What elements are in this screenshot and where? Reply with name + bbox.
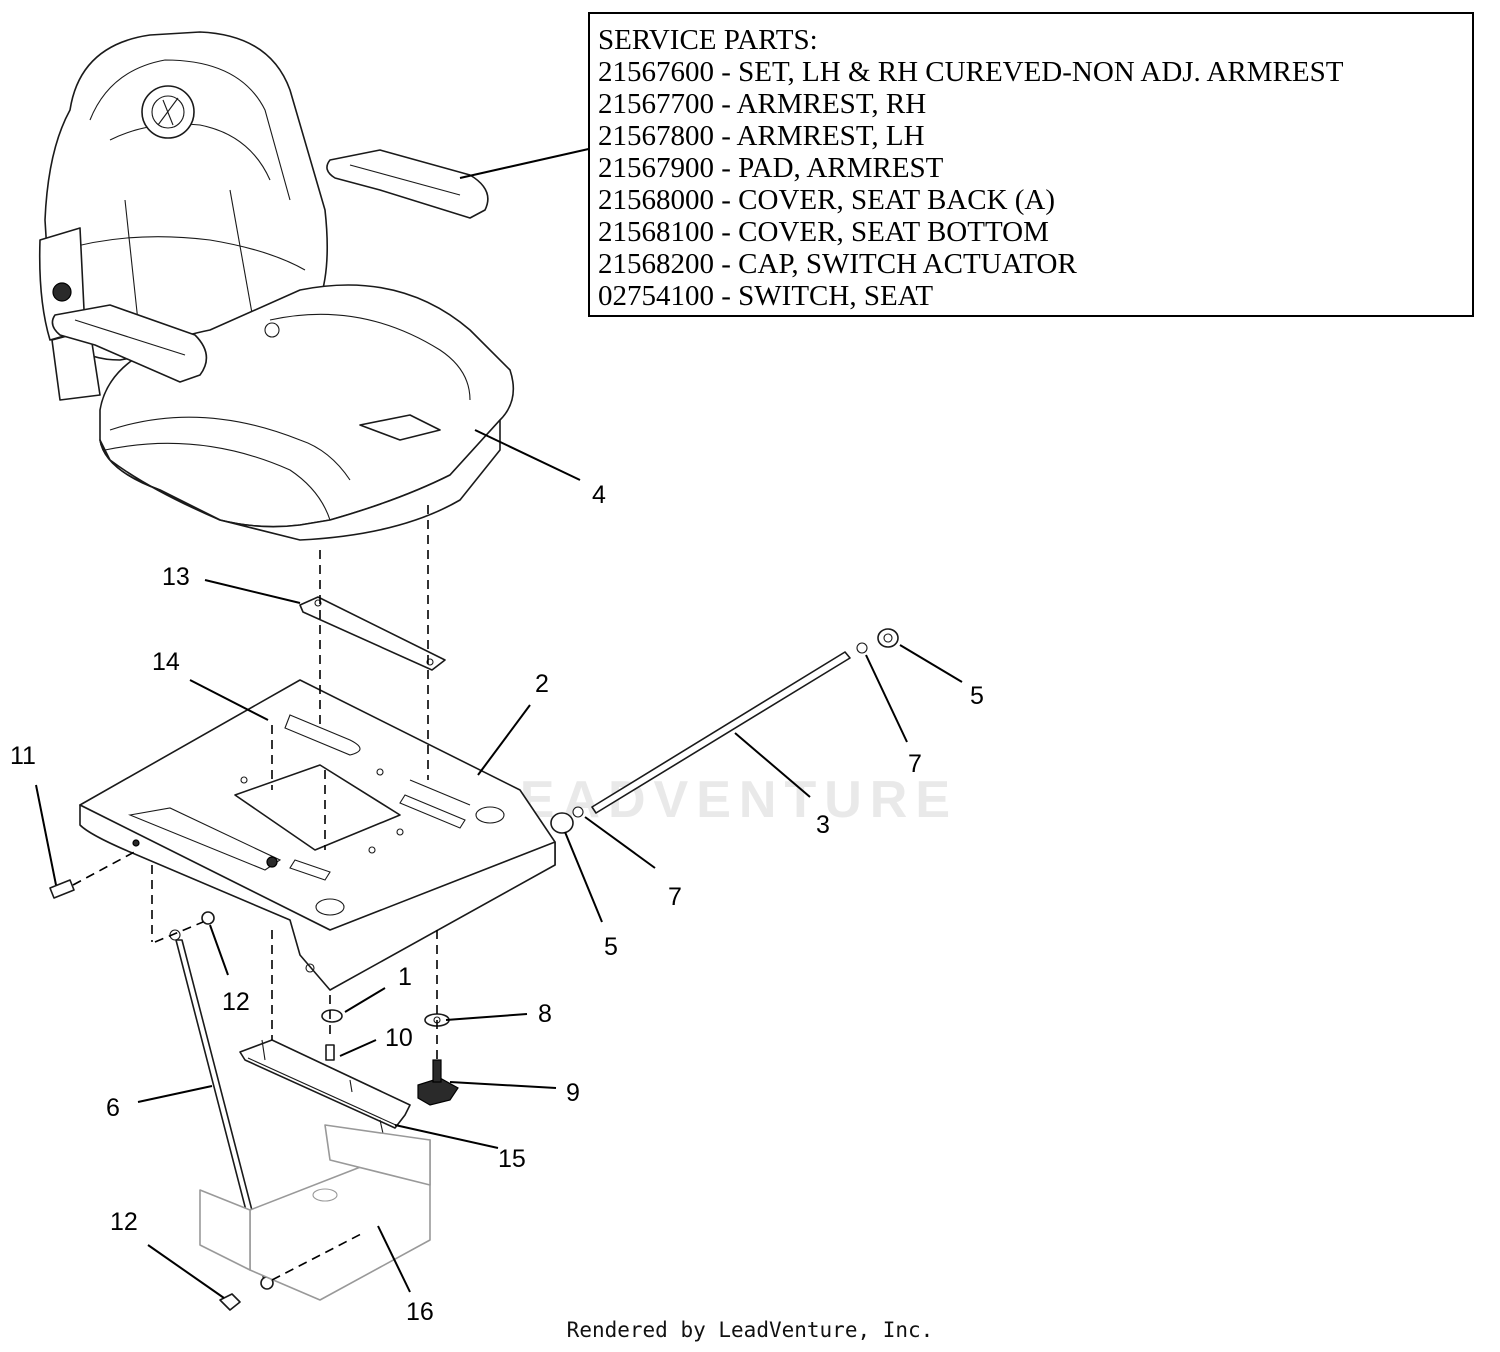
washer-1 [321,1009,343,1023]
service-part-line: 21567700 - ARMREST, RH [598,88,927,120]
bolt-11 [49,879,75,899]
service-part-line: 02754100 - SWITCH, SEAT [598,280,934,312]
callout-12-upper: 12 [222,988,250,1016]
callout-14: 14 [152,648,180,676]
callout-10: 10 [385,1024,413,1052]
seat-assembly [38,31,515,541]
lower-mounting-bracket [199,1124,431,1301]
bracket-13 [299,596,446,671]
nut-12-lower [219,1293,241,1311]
callout-7-lower: 7 [668,883,682,911]
service-parts-heading: SERVICE PARTS: [598,24,818,56]
clip-7-upper [856,642,868,654]
armrest-lh [51,304,208,383]
callout-8: 8 [538,1000,552,1028]
bushing-5-upper [877,628,899,648]
callout-3: 3 [816,811,830,839]
service-parts-box: SERVICE PARTS: 21567600 - SET, LH & RH C… [588,12,1474,317]
footer-credit: Rendered by LeadVenture, Inc. [566,1318,934,1342]
bushing-5-lower [550,812,574,834]
callout-15: 15 [498,1145,526,1173]
service-part-line: 21568200 - CAP, SWITCH ACTUATOR [598,248,1077,280]
gear-logo-icon [141,85,195,139]
callout-9: 9 [566,1079,580,1107]
service-part-line: 21568000 - COVER, SEAT BACK (A) [598,184,1056,216]
callout-6: 6 [106,1094,120,1122]
armrest-rh [326,149,489,219]
callout-13: 13 [162,563,190,591]
callout-5-upper: 5 [970,682,984,710]
seat-plate [79,679,556,991]
callout-11: 11 [10,742,36,770]
spacer-10 [325,1044,335,1061]
seat-back [44,31,328,361]
service-part-line: 21567600 - SET, LH & RH CUREVED-NON ADJ.… [598,56,1344,88]
service-part-line: 21568100 - COVER, SEAT BOTTOM [598,216,1049,248]
callout-4: 4 [592,481,606,509]
callout-7-upper: 7 [908,750,922,778]
callout-5-lower: 5 [604,933,618,961]
service-part-line: 21567900 - PAD, ARMREST [598,152,944,184]
slide-rail-15 [239,1039,411,1139]
callout-12-lower: 12 [110,1208,138,1236]
knob-9 [417,1059,459,1106]
callout-16: 16 [406,1298,434,1326]
callout-1: 1 [398,963,412,991]
callout-2: 2 [535,670,549,698]
clip-7-lower [572,806,584,818]
rod-3 [591,651,851,814]
service-part-line: 21567800 - ARMREST, LH [598,120,925,152]
